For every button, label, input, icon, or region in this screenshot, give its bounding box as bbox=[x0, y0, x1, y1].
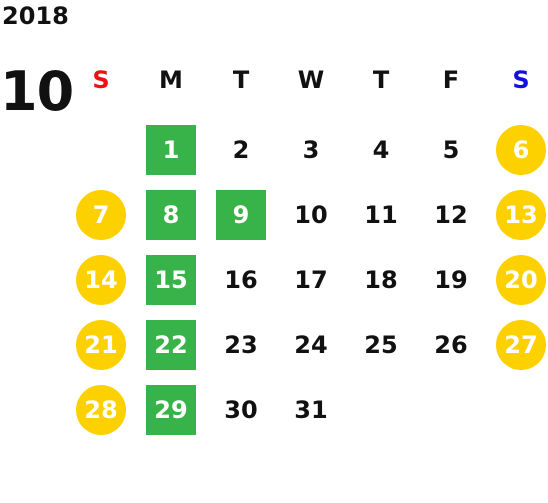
day-cell-16[interactable]: 16 bbox=[224, 266, 258, 294]
weekday-label: M bbox=[159, 66, 183, 94]
weekday-label: S bbox=[512, 66, 530, 94]
day-cell-17[interactable]: 17 bbox=[294, 266, 328, 294]
day-cell-26[interactable]: 26 bbox=[434, 331, 468, 359]
weekday-label: T bbox=[372, 66, 390, 94]
day-cell-14[interactable]: 14 bbox=[76, 255, 126, 305]
calendar-month: 10 bbox=[0, 60, 74, 123]
day-cell-13[interactable]: 13 bbox=[496, 190, 546, 240]
day-cell-24[interactable]: 24 bbox=[294, 331, 328, 359]
day-cell-30[interactable]: 30 bbox=[224, 396, 258, 424]
day-cell-3[interactable]: 3 bbox=[302, 136, 320, 164]
weekday-label: T bbox=[232, 66, 250, 94]
day-cell-22[interactable]: 22 bbox=[146, 320, 196, 370]
day-cell-21[interactable]: 21 bbox=[76, 320, 126, 370]
day-cell-31[interactable]: 31 bbox=[294, 396, 328, 424]
day-cell-9[interactable]: 9 bbox=[216, 190, 266, 240]
day-cell-4[interactable]: 4 bbox=[372, 136, 390, 164]
day-cell-20[interactable]: 20 bbox=[496, 255, 546, 305]
day-cell-19[interactable]: 19 bbox=[434, 266, 468, 294]
day-cell-11[interactable]: 11 bbox=[364, 201, 398, 229]
day-cell-2[interactable]: 2 bbox=[232, 136, 250, 164]
day-cell-12[interactable]: 12 bbox=[434, 201, 468, 229]
day-cell-23[interactable]: 23 bbox=[224, 331, 258, 359]
day-cell-1[interactable]: 1 bbox=[146, 125, 196, 175]
day-cell-5[interactable]: 5 bbox=[442, 136, 460, 164]
day-cell-18[interactable]: 18 bbox=[364, 266, 398, 294]
day-cell-28[interactable]: 28 bbox=[76, 385, 126, 435]
day-cell-25[interactable]: 25 bbox=[364, 331, 398, 359]
weekday-label: S bbox=[92, 66, 110, 94]
day-cell-8[interactable]: 8 bbox=[146, 190, 196, 240]
weekday-label: F bbox=[442, 66, 460, 94]
day-cell-15[interactable]: 15 bbox=[146, 255, 196, 305]
day-cell-29[interactable]: 29 bbox=[146, 385, 196, 435]
day-cell-27[interactable]: 27 bbox=[496, 320, 546, 370]
calendar-year: 2018 bbox=[2, 2, 69, 30]
day-cell-10[interactable]: 10 bbox=[294, 201, 328, 229]
day-cell-7[interactable]: 7 bbox=[76, 190, 126, 240]
weekday-label: W bbox=[297, 66, 325, 94]
day-cell-6[interactable]: 6 bbox=[496, 125, 546, 175]
